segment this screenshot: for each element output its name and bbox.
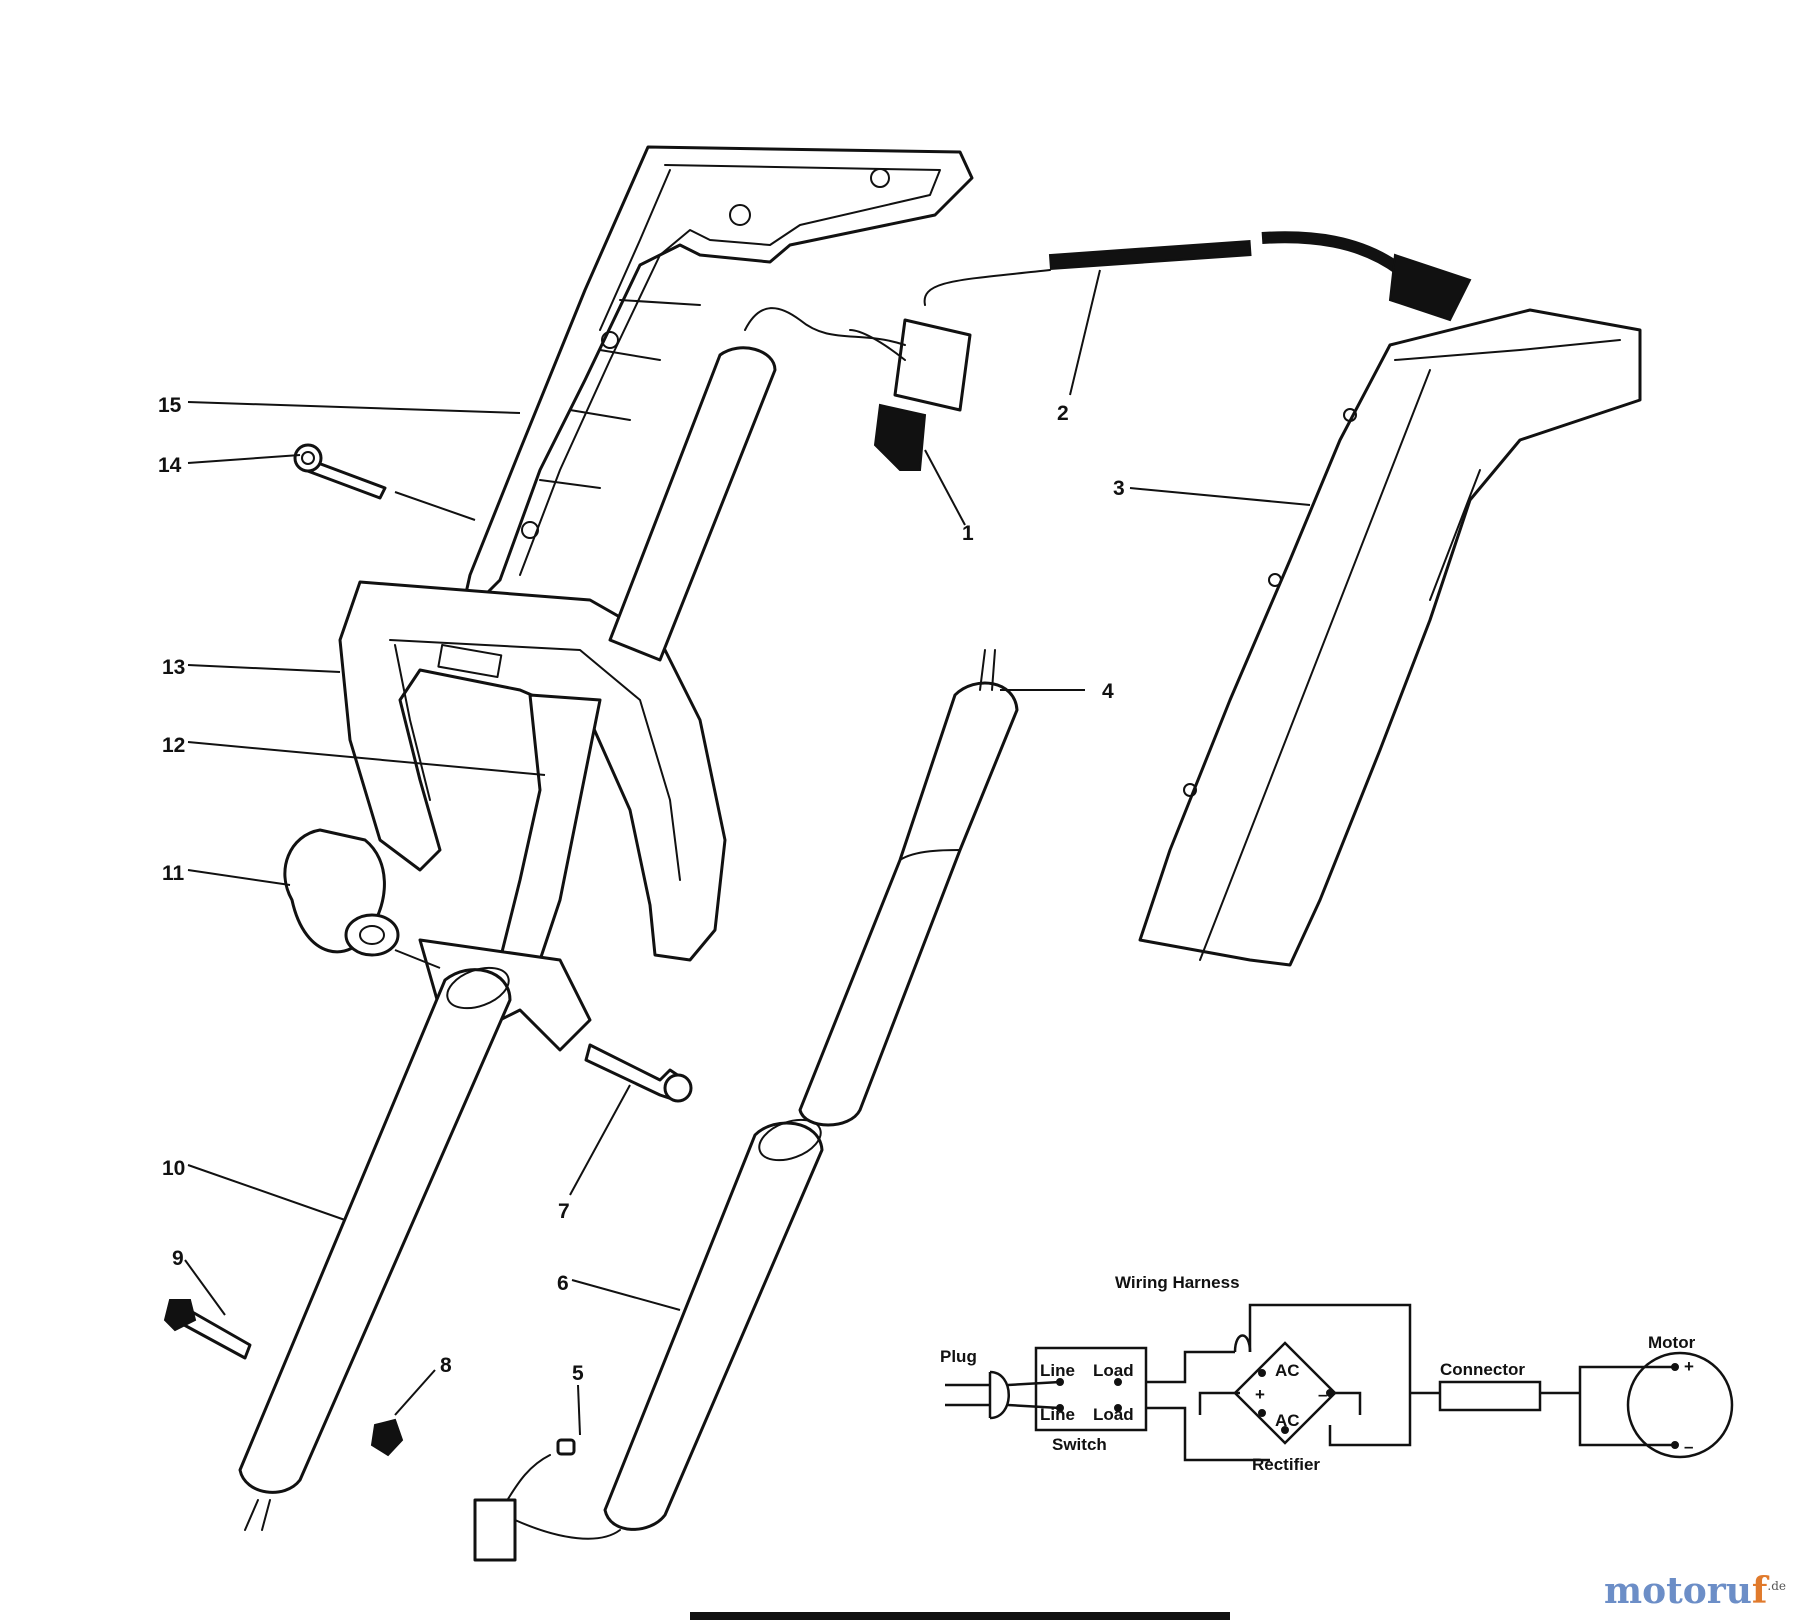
part-4-upper-wire-tube <box>798 649 1019 1127</box>
connector-symbol <box>1438 1380 1542 1412</box>
leader-lines <box>184 269 1311 1436</box>
part-2-cord <box>923 231 1472 322</box>
part-label-10: 10 <box>162 1157 185 1180</box>
part-7-bolt <box>584 1043 693 1103</box>
part-label-3: 3 <box>1113 477 1125 500</box>
part-label-6: 6 <box>557 1272 569 1295</box>
watermark-logo: motoruf.de <box>1604 1570 1786 1612</box>
wiring-harness-label: Wiring Harness <box>1115 1273 1240 1292</box>
switch-load-bottom: Load <box>1093 1405 1134 1424</box>
switch-line-top: Line <box>1040 1361 1075 1380</box>
rectifier-plus: + <box>1255 1385 1265 1404</box>
part-label-8: 8 <box>440 1354 452 1377</box>
part-label-15: 15 <box>158 394 182 417</box>
part-11-knob <box>283 828 400 957</box>
part-10-lower-tube <box>238 966 512 1531</box>
part-14-screw <box>293 443 387 500</box>
wiring-schematic: Wiring Harness Plug Line Load Line Load … <box>940 1273 1734 1474</box>
switch-box <box>1034 1346 1148 1432</box>
part-label-9: 9 <box>172 1247 184 1270</box>
connector-label: Connector <box>1440 1360 1525 1379</box>
part-6-lower-wire-tube <box>603 1118 824 1531</box>
part-inner-tube <box>608 346 777 662</box>
motor-label: Motor <box>1648 1333 1696 1352</box>
rectifier-ac-top: AC <box>1275 1361 1300 1380</box>
part-1-switch <box>744 307 972 471</box>
cropped-title-bar <box>690 1612 1230 1620</box>
part-9-bolt <box>163 1299 252 1360</box>
switch-label: Switch <box>1052 1435 1107 1454</box>
part-3-lower-handle <box>1138 308 1642 967</box>
rectifier-ac-bottom: AC <box>1275 1411 1300 1430</box>
plug-label: Plug <box>940 1347 977 1366</box>
part-label-7: 7 <box>558 1200 570 1223</box>
part-8-nut <box>370 1418 404 1457</box>
part-label-13: 13 <box>162 656 185 679</box>
part-label-12: 12 <box>162 734 185 757</box>
part-label-11: 11 <box>162 862 185 885</box>
motor-minus: – <box>1684 1437 1693 1456</box>
part-label-4: 4 <box>1102 680 1114 703</box>
switch-line-bottom: Line <box>1040 1405 1075 1424</box>
plug-symbol <box>945 1370 1010 1420</box>
part-label-14: 14 <box>158 454 182 477</box>
part-15-upper-handle <box>458 145 974 622</box>
part-label-1: 1 <box>962 522 974 545</box>
switch-load-top: Load <box>1093 1361 1134 1380</box>
part-label-2: 2 <box>1057 402 1069 425</box>
rectifier-minus: – <box>1318 1385 1327 1404</box>
part-5-connector <box>473 1438 621 1562</box>
part-label-5: 5 <box>572 1362 584 1385</box>
motor-symbol <box>1626 1351 1734 1459</box>
motor-plus: + <box>1684 1357 1694 1376</box>
rectifier-diamond <box>1233 1341 1337 1445</box>
part-labels: 15 14 13 12 11 10 9 8 7 6 5 4 3 2 1 <box>158 394 1125 1385</box>
rectifier-label: Rectifier <box>1252 1455 1320 1474</box>
